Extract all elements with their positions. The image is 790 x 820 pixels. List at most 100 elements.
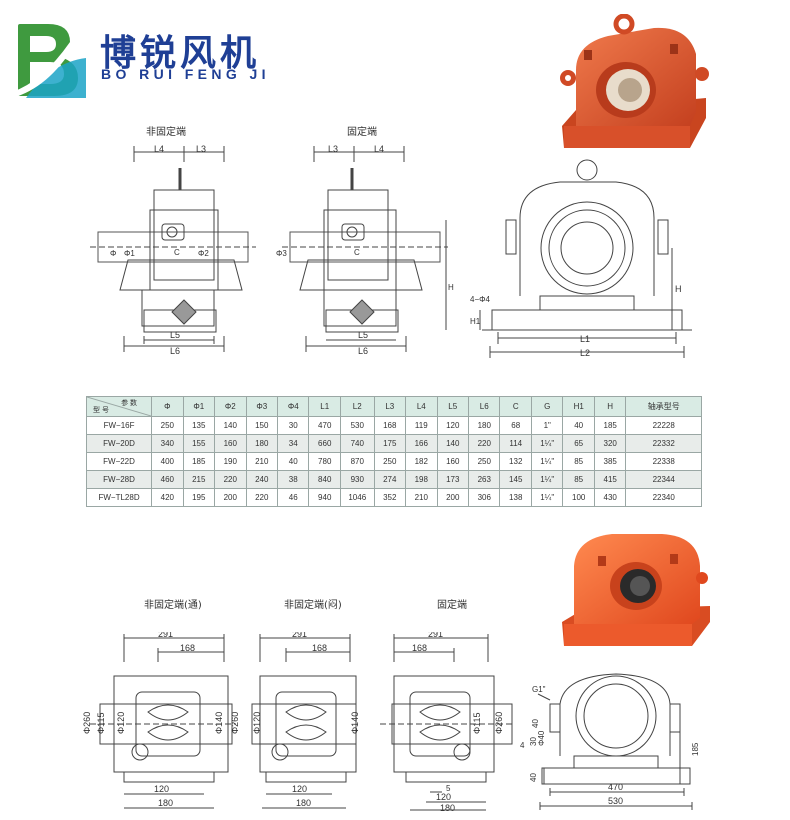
col-header: Φ1 [182,396,216,417]
dim-140-a: Φ140 [214,712,224,734]
table-cell: 1¼" [530,488,564,507]
col-header: L5 [436,396,470,417]
label-H-side: H [448,283,454,292]
model-cell: FW−TL28D [85,488,153,507]
table-cell: 68 [499,416,532,435]
model-cell: FW−28D [85,470,153,489]
label-phi1: Φ1 [124,249,135,258]
dim-phi40: Φ40 [537,730,546,746]
col-header: Φ3 [245,396,279,417]
table-cell: 150 [245,416,279,435]
col-header: C [499,396,532,417]
label-L5-fixed: L5 [358,330,368,340]
table-cell: 1" [530,416,564,435]
dim-291-a: 291 [158,632,173,639]
table-cell: 215 [182,470,216,489]
table-cell: 415 [593,470,627,489]
table-cell: 1¼" [530,470,564,489]
col-header: L3 [373,396,407,417]
table-cell: 530 [339,416,375,435]
label-L6-fixed: L6 [358,346,368,356]
brand-name-en: BO RUI FENG JI [101,66,270,82]
table-cell: 940 [308,488,341,507]
dim-470: 470 [608,782,623,792]
caption-non-fixed-closed: 非固定端(闷) [284,600,342,611]
label-H1: H1 [470,317,481,326]
dim-40-bottom: 40 [529,773,538,782]
table-cell: 135 [182,416,216,435]
table-cell: 1046 [339,488,375,507]
dim-260-b: Φ260 [230,712,240,734]
table-cell: 250 [373,452,407,471]
model-cell: FW−20D [85,434,153,453]
table-cell: 114 [499,434,532,453]
dim-260-c: Φ260 [494,712,504,734]
table-cell: 306 [467,488,501,507]
table-cell: 40 [276,452,310,471]
drawing-non-fixed-end: L4 L3 C Φ Φ1 Φ2 L5 L6 [90,144,256,356]
table-cell: 22228 [625,416,702,435]
dim-40-top: 40 [531,719,540,728]
dim-291-b: 291 [292,632,307,639]
table-cell: 100 [562,488,595,507]
dim-291-c: 291 [428,632,443,639]
table-cell: 120 [436,416,470,435]
table-cell: 140 [436,434,470,453]
table-cell: 119 [405,416,438,435]
label-L3: L3 [196,144,206,154]
table-cell: 240 [245,470,279,489]
table-cell: 46 [276,488,310,507]
col-header: L4 [405,396,438,417]
label-g1: G1" [532,685,546,694]
table-cell: 740 [339,434,375,453]
col-header: H [593,396,627,417]
bearing-housing-photo-bottom [562,534,710,646]
table-cell: 40 [562,416,595,435]
label-H: H [675,284,682,294]
drawing-fixed-end: L3 L4 Φ3 C L5 L6 H [276,144,454,356]
label-L1: L1 [580,334,590,344]
table-cell: 250 [467,452,501,471]
table-cell: 140 [214,416,247,435]
label-phi: Φ [110,249,116,258]
dim-180-c: 180 [440,803,455,812]
dim-120-c: 120 [436,792,451,802]
bearing-housing-photo-top [560,14,709,148]
table-cell: 210 [245,452,279,471]
dim-168-a: 168 [180,643,195,653]
col-header: H1 [562,396,595,417]
table-cell: 22332 [625,434,702,453]
dim-120-phi-b: Φ120 [252,712,262,734]
table-cell: 840 [308,470,341,489]
model-cell: FW−22D [85,452,153,471]
drawing-bottom-fixed: 291 168 Φ115 Φ260 5 120 180 [380,632,514,812]
table-cell: 430 [593,488,627,507]
table-cell: 190 [214,452,247,471]
drawing-bottom-closed: 291 168 Φ260 Φ120 Φ140 120 180 [230,632,360,809]
table-cell: 220 [467,434,501,453]
table-cell: 132 [499,452,532,471]
table-cell: 145 [499,470,532,489]
table-cell: 185 [593,416,627,435]
dim-260-a: Φ260 [82,712,92,734]
table-cell: 660 [308,434,341,453]
label-L4-fixed: L4 [374,144,384,154]
table-cell: 180 [467,416,501,435]
table-cell: 38 [276,470,310,489]
table-cell: 85 [562,470,595,489]
dim-30: 30 [529,737,538,746]
table-cell: 160 [214,434,247,453]
table-cell: 400 [151,452,184,471]
table-cell: 340 [151,434,184,453]
table-cell: 210 [405,488,438,507]
table-cell: 460 [151,470,184,489]
col-header: G [530,396,564,417]
caption-non-fixed-end: 非固定端 [146,127,186,138]
label-L3-fixed: L3 [328,144,338,154]
table-cell: 263 [467,470,501,489]
dim-185: 185 [691,742,700,756]
dim-4: 4 [520,741,525,750]
table-cell: 420 [151,488,184,507]
